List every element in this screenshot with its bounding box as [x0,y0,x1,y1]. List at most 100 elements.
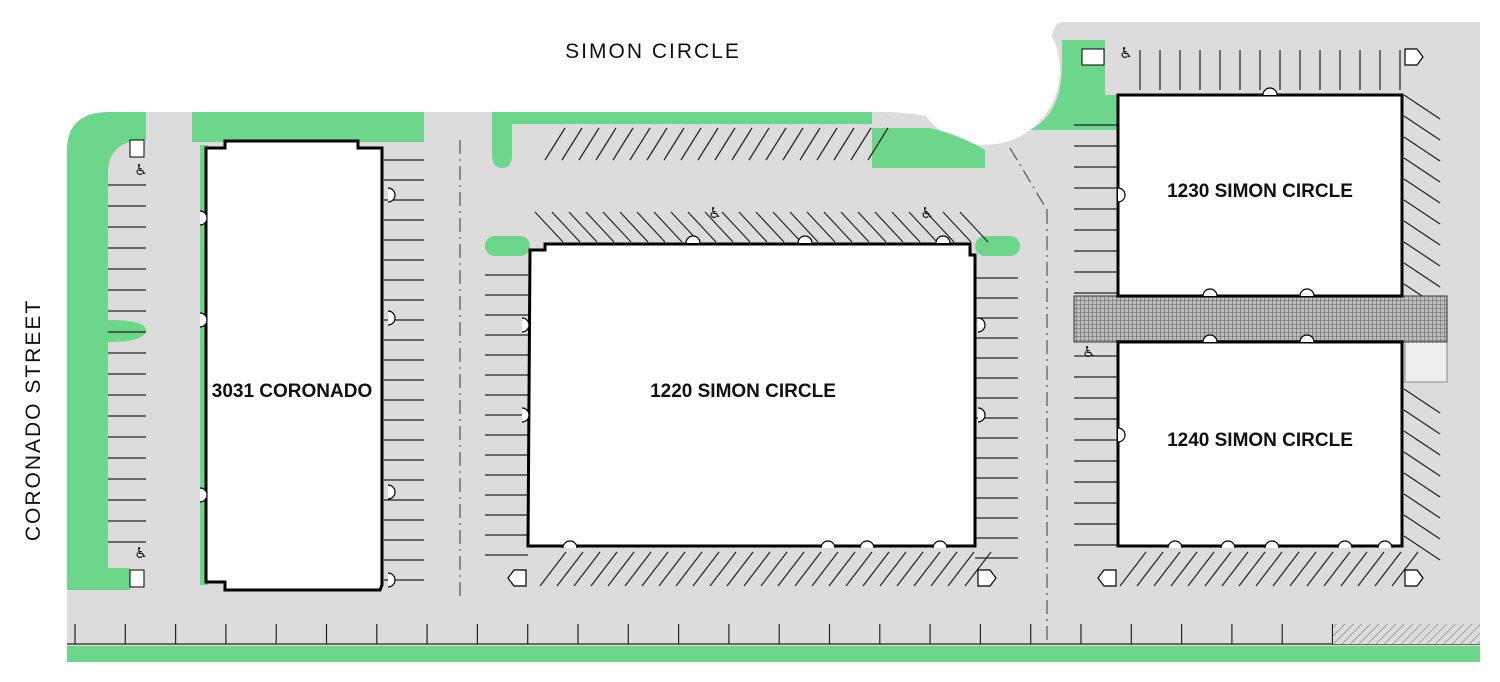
door-marker [1264,540,1280,549]
door-marker [797,235,813,244]
stall-line [653,211,683,243]
stall-line [908,211,938,243]
door-marker [859,540,875,549]
stall-line [1255,551,1283,587]
stall-line [1272,551,1300,587]
stall-line [959,211,989,243]
west-landscape-strip [67,112,146,590]
stall-line [595,127,617,161]
trash-enclosures [507,48,1424,587]
door-marker [1220,540,1236,549]
stall-line [1403,514,1441,540]
stall-line [964,551,992,587]
stall-line [680,127,702,161]
stall-line [816,127,838,161]
stall-line [850,127,872,161]
building-1220[interactable]: 1220 SIMON CIRCLE [526,242,977,548]
stall-line [799,127,821,161]
stall-line [947,551,975,587]
door-marker [387,572,396,588]
stall-line [755,211,785,243]
stall-line [891,211,921,243]
stall-line [828,551,856,587]
door-marker [521,317,530,333]
building-1230[interactable]: 1230 SIMON CIRCLE [1116,93,1404,298]
stall-line [556,551,584,587]
stall-line [1391,551,1419,587]
stall-line [1403,94,1441,120]
stall-line [823,211,853,243]
stall-line [1153,551,1181,587]
stall-line [925,211,955,243]
door-marker [1337,540,1353,549]
stall-line [568,211,598,243]
stall-line [619,211,649,243]
north-landscape-3031 [192,112,424,142]
door-marker [935,235,951,244]
north-landscape-1220 [492,112,985,168]
stall-line [1403,157,1441,183]
door-marker [932,540,948,549]
building-3031[interactable]: 3031 CORONADO [204,139,384,592]
door-marker [1202,288,1218,297]
lane-divider-3 [1009,147,1048,211]
wheelchair-icon: ♿ [134,161,147,179]
stall-line [612,127,634,161]
stall-line [551,211,581,243]
wheelchair-icon: ♿ [708,204,721,222]
stall-line [789,211,819,243]
stall-line [1403,262,1441,288]
door-marker [1167,540,1183,549]
gray-pad-1240 [1404,341,1448,383]
accessible-parking-symbols: ♿♿♿♿♿♿ [134,44,1132,562]
stall-line [1403,409,1441,435]
stall-line [879,551,907,587]
stall-line [874,211,904,243]
cul-de-sac [910,0,1060,145]
stall-line [721,211,751,243]
stall-line [1340,551,1368,587]
stall-line [772,211,802,243]
stall-line [1204,551,1232,587]
stall-line [646,127,668,161]
stall-line [561,127,583,161]
stall-line [1187,551,1215,587]
south-landscape-strip [67,646,1480,662]
building-1240[interactable]: 1240 SIMON CIRCLE [1116,340,1404,548]
stall-line [714,127,736,161]
stall-line [704,211,734,243]
stall-line [1221,551,1249,587]
marker-sw [129,569,145,588]
building-label-1240: 1240 SIMON CIRCLE [1167,430,1353,451]
stall-line [867,127,889,161]
planter-strip-3031-east [200,145,208,585]
stall-line [1403,136,1441,162]
dumpster-icon [1404,48,1424,66]
parking-stalls [67,50,1480,645]
stall-line [806,211,836,243]
door-marker [521,407,530,423]
door-marker [1262,87,1278,96]
door-marker [1117,427,1126,443]
door-marker [1117,187,1126,203]
stall-line [833,127,855,161]
breezeway-canopy [1073,295,1448,343]
stall-line [777,551,805,587]
stall-line [930,551,958,587]
planter-left-1220 [485,236,530,256]
stall-line [687,211,717,243]
wheelchair-icon: ♿ [1082,343,1095,361]
door-markers [199,87,1393,588]
stall-line [726,551,754,587]
door-marker [387,187,396,203]
stall-line [1238,551,1266,587]
stall-line [1289,551,1317,587]
dumpster-icon [507,569,527,587]
stall-line [675,551,703,587]
stall-line [760,551,788,587]
stall-line [1357,551,1385,587]
stall-line [862,551,890,587]
stall-line [845,551,873,587]
door-marker [1299,334,1315,343]
stall-line [748,127,770,161]
